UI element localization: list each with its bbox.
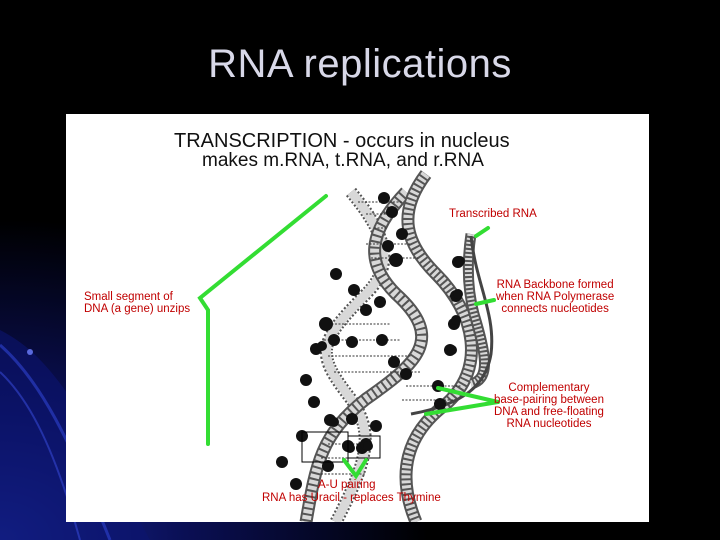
- transcription-figure: TRANSCRIPTION - occurs in nucleus makes …: [66, 114, 649, 522]
- label-complementary-line-1: Complementary: [508, 382, 590, 394]
- label-au-pairing: A-U pairing: [318, 479, 376, 491]
- dna-helix-diagram: [197, 170, 500, 522]
- label-backbone-line-3: connects nucleotides: [501, 303, 609, 315]
- rna-backbone-strand: [410, 235, 494, 416]
- label-complementary-line-2: base-pairing between: [494, 394, 604, 406]
- dna-strand-c: [399, 170, 478, 522]
- backbone-arrow: [474, 298, 496, 306]
- figure-heading: TRANSCRIPTION - occurs in nucleus makes …: [174, 131, 510, 171]
- label-complementary-line-4: RNA nucleotides: [506, 418, 592, 430]
- slide-title: RNA replications: [208, 42, 512, 86]
- label-backbone-line-2: when RNA Polymerase: [496, 291, 615, 303]
- annotation-arrows: [197, 194, 500, 480]
- small-segment-bracket: [197, 194, 328, 446]
- heading-line-1: TRANSCRIPTION - occurs in nucleus: [174, 130, 510, 152]
- label-small-segment-line-2: DNA (a gene) unzips: [84, 303, 191, 315]
- transcribed-rna-arrow: [474, 226, 490, 238]
- label-rna-backbone: RNA Backbone formed when RNA Polymerase …: [496, 279, 614, 315]
- au-pairing-arrow: [342, 458, 368, 480]
- heading-line-2: makes m.RNA, t.RNA, and r.RNA: [202, 150, 484, 171]
- label-complementary-line-3: DNA and free-floating: [494, 406, 604, 418]
- label-small-segment-line-1: Small segment of: [84, 291, 173, 303]
- label-transcribed-rna: Transcribed RNA: [449, 208, 537, 220]
- label-complementary: Complementary base-pairing between DNA a…: [494, 382, 604, 430]
- label-backbone-line-1: RNA Backbone formed: [496, 279, 614, 291]
- complementary-arrow-1: [424, 400, 500, 416]
- label-uracil: RNA has Uracil - replaces Thymine: [262, 492, 441, 504]
- complementary-arrow-2: [436, 386, 500, 404]
- label-small-segment: Small segment of DNA (a gene) unzips: [84, 291, 190, 315]
- nucleotide-bases: [276, 192, 465, 490]
- au-pairing-box-right: [347, 435, 381, 459]
